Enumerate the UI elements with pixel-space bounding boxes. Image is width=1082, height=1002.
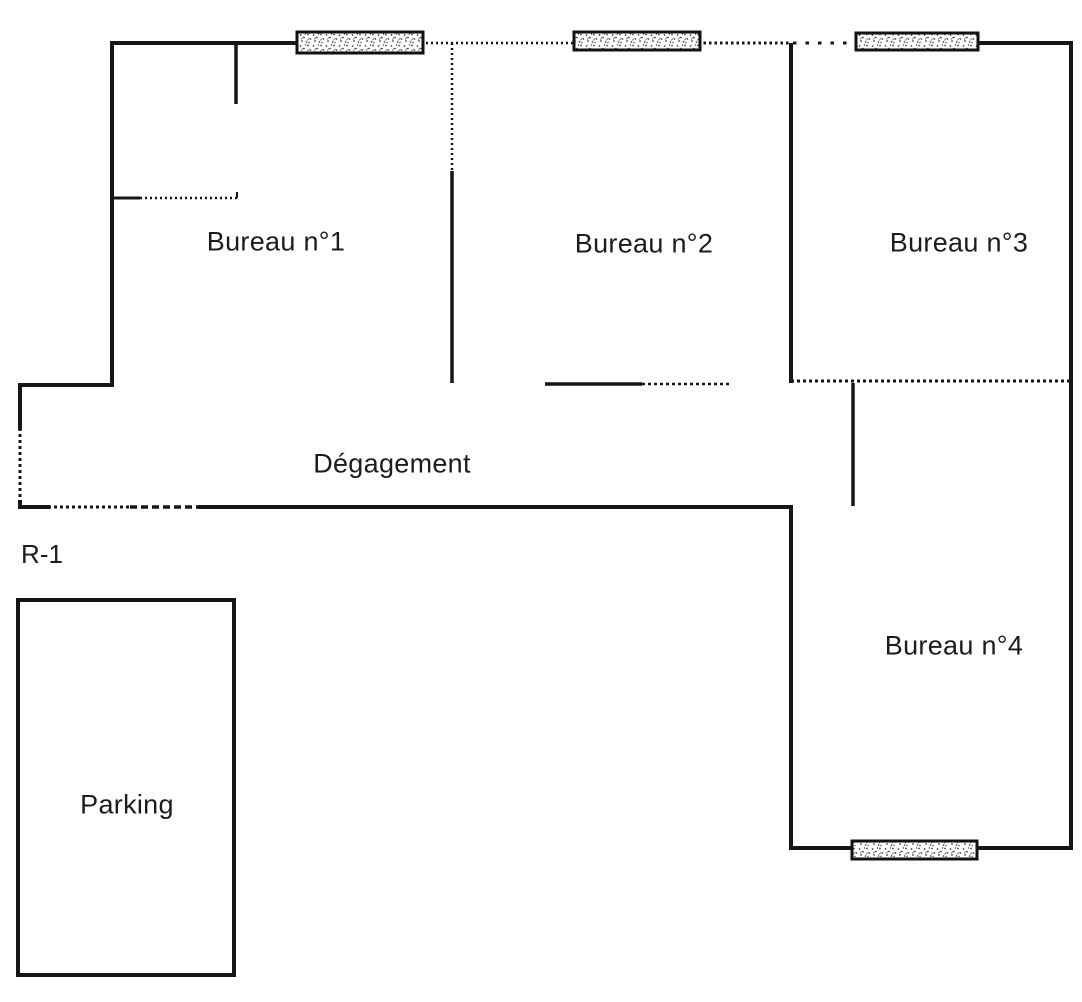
outer-walls-dashed <box>18 41 858 509</box>
room-label-bureau-3: Bureau n°3 <box>889 227 1029 258</box>
parking-outline <box>16 598 236 977</box>
window-bureau3 <box>854 31 980 52</box>
window-bureau4 <box>850 839 979 861</box>
interior-walls <box>110 43 1071 506</box>
room-label-degagement: Dégagement <box>313 448 471 479</box>
window-bureau1 <box>295 30 425 55</box>
outer-walls <box>18 41 1073 850</box>
floor-level-label: R-1 <box>21 539 63 569</box>
room-label-bureau-1: Bureau n°1 <box>206 226 346 257</box>
room-label-bureau-4: Bureau n°4 <box>884 630 1024 661</box>
window-bureau2 <box>572 30 702 52</box>
windows <box>295 30 980 861</box>
room-label-parking: Parking <box>80 789 174 820</box>
room-label-bureau-2: Bureau n°2 <box>574 228 714 259</box>
